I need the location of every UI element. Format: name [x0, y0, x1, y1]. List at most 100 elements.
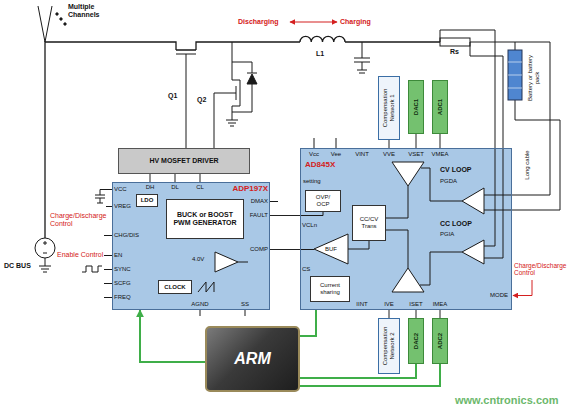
battery-sense-wire [470, 42, 560, 210]
connector-wire [389, 140, 390, 148]
channel-dot [64, 23, 66, 25]
current-sense-wire [440, 30, 503, 258]
transition-block: CC/CV Trans [352, 205, 386, 241]
connector-wire [440, 310, 441, 318]
loop-controller-ic: AD845X OVP/ OCP CC/CV TransCurrent sharing… [300, 148, 512, 310]
channel-dot [60, 18, 62, 20]
part-label: Q1 [168, 92, 177, 100]
block-label: CLOCK [164, 284, 185, 291]
pin-label: DL [171, 184, 179, 191]
block-label: DAC1 [413, 83, 420, 131]
pin-wire [95, 190, 278, 317]
block-label: OVP/ OCP [312, 194, 334, 208]
connector-wire [300, 310, 316, 336]
pin-label: SS [241, 301, 249, 308]
resistor-symbol [440, 38, 470, 46]
comparator-wire [238, 262, 248, 263]
compensation-network: Compensation Network 1 [378, 76, 400, 140]
signal-label: Charge/Discharge Control [514, 262, 570, 277]
current-sharing-block: Current sharing [310, 276, 350, 302]
direction-label: Discharging [238, 18, 278, 26]
signal-label: Enable Control [57, 251, 103, 259]
mosfet-symbol [214, 42, 240, 148]
block-title: AD845X [305, 160, 335, 169]
pin-label: IVE [384, 301, 394, 308]
pin-label: MODE [490, 292, 508, 299]
ic-body-fill [300, 148, 512, 310]
pin-label: IMEA [433, 301, 448, 308]
loop-label: CC LOOP [440, 220, 472, 228]
amplifier-symbol [392, 268, 424, 292]
pin-label: CS [302, 266, 310, 273]
block-label: CC/CV Trans [356, 216, 382, 230]
block-title: ADP197X [232, 184, 268, 193]
connector-wire [270, 215, 300, 216]
pin-label: CHG/DIS [114, 232, 139, 239]
source-label: DC BUS [4, 262, 31, 270]
connector-wire [270, 249, 300, 250]
amplifier-label: PGDA [440, 178, 457, 185]
part-label: Q2 [197, 96, 206, 104]
clock-block: CLOCK [158, 280, 192, 294]
charger-controller-ic: ADP197XLDOBUCK or BOOST PWM GENERATORCLO… [112, 182, 270, 310]
connector-wire [140, 310, 205, 362]
sync-waveform [82, 266, 102, 272]
protection-block: OVP/ OCP [305, 190, 341, 212]
pin-label: VCLn [302, 222, 317, 229]
pin-label: VCC [114, 186, 127, 193]
direction-arrow [290, 21, 337, 22]
connector-wire [416, 134, 417, 148]
part-label: L1 [316, 50, 324, 58]
connector-wire [416, 310, 417, 318]
pin-label: FREQ [114, 294, 131, 301]
block-label: ADC2 [437, 321, 444, 361]
adc-block: ADC2 [432, 318, 448, 364]
dac-block: DAC2 [408, 318, 424, 364]
part-label: Battery or battery pack [527, 48, 541, 108]
buffer-symbol [314, 234, 348, 264]
block-label: HV MOSFET DRIVER [149, 157, 218, 165]
pin-label: VSET [408, 151, 424, 158]
block-label: Current sharing [313, 282, 347, 296]
note-label: Long cable [524, 143, 531, 187]
amplifier-symbol [462, 240, 484, 264]
ldo-block: LDO [136, 194, 158, 207]
bus-wire [45, 42, 300, 238]
inductor-symbol [300, 36, 440, 42]
pin-label: DH [146, 184, 155, 191]
value-label: 4.0V [192, 256, 204, 263]
pin-label: VMEA [431, 151, 448, 158]
pin-label: VREG [114, 203, 131, 210]
part-label: Rs [450, 48, 459, 56]
block-label: DAC2 [413, 321, 420, 361]
connector-wire [150, 174, 151, 182]
connector-wire [440, 134, 441, 148]
ramp-waveform [198, 282, 214, 292]
pin-label: setting [303, 178, 321, 185]
block-label: Compensation Network 2 [382, 321, 396, 371]
control-arrow [513, 280, 532, 296]
block-label: LDO [141, 197, 154, 204]
microcontroller-chip: ARM [205, 326, 300, 392]
pin-label: Vee [331, 151, 341, 158]
q1-gate-wire [176, 54, 196, 148]
diode-symbol [247, 74, 257, 84]
pin-label: EN [114, 252, 122, 259]
connector-wire [300, 364, 440, 386]
pin-label: VVE [383, 151, 395, 158]
amplifier-symbol [392, 162, 424, 186]
internal-wire [300, 168, 462, 285]
ic-body-fill [112, 182, 270, 310]
adc-block: ADC1 [432, 80, 448, 134]
loop-label: CV LOOP [440, 166, 472, 174]
connector-wire [175, 174, 176, 182]
battery-cell-line [508, 62, 522, 88]
connector-wire [200, 174, 201, 182]
diode-wire [232, 62, 257, 112]
pin-label: CL [196, 184, 204, 191]
amplifier-label: BUF [325, 246, 337, 253]
pin-label: SCFG [114, 280, 131, 287]
channel-dot [56, 13, 58, 15]
channel-wire [38, 6, 52, 42]
